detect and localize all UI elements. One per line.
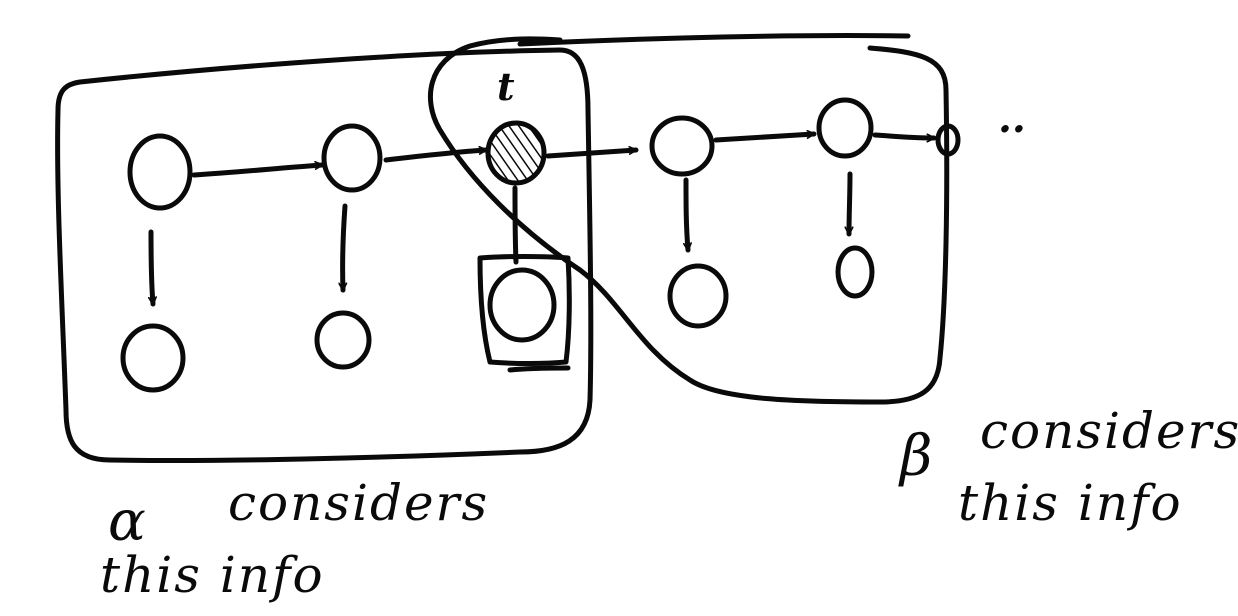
beta-caption-line2: this info: [958, 474, 1183, 532]
transition-arrow: [545, 150, 639, 159]
observation-node: [667, 263, 729, 329]
transition-arrow: [191, 165, 325, 178]
hidden-state-node: [649, 115, 715, 177]
emission-arrow: [151, 229, 153, 307]
hidden-state-node: [321, 123, 383, 193]
time-step-label: t: [497, 64, 515, 109]
alpha-region-outline: [55, 47, 594, 464]
beta-region-outline: [427, 32, 950, 405]
observation-box: [477, 254, 572, 366]
hidden-state-node-highlighted: [485, 120, 547, 186]
continuation-dots: ..: [998, 95, 1026, 142]
observation-node: [120, 323, 186, 393]
observation-box-tail: [507, 365, 571, 373]
alpha-caption-line2: this info: [100, 546, 325, 604]
emission-arrow: [515, 185, 516, 265]
hidden-state-node: [127, 133, 193, 211]
observation-node: [314, 310, 372, 370]
hidden-state-node: [935, 123, 961, 157]
alpha-symbol: α: [108, 489, 146, 554]
observation-node: [835, 245, 875, 299]
beta-symbol: β: [898, 424, 932, 489]
emission-arrow: [686, 177, 688, 253]
hidden-state-node: [816, 97, 874, 159]
transition-arrow: [713, 134, 817, 143]
beta-caption-line1: considers: [980, 402, 1238, 460]
transition-arrow: [872, 132, 937, 138]
emission-arrow: [849, 171, 850, 237]
alpha-caption-line1: considers: [228, 474, 489, 532]
observation-node: [487, 267, 557, 343]
emission-arrow: [343, 203, 348, 293]
transition-arrow: [383, 150, 489, 163]
